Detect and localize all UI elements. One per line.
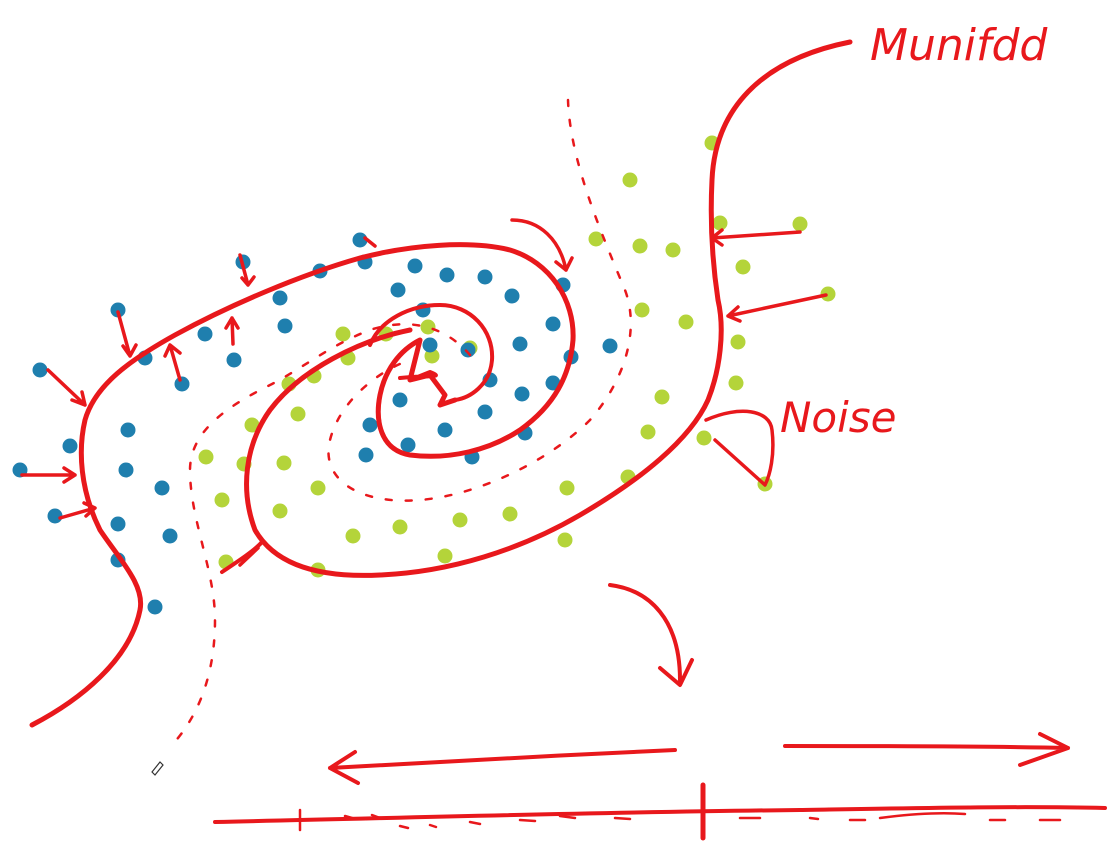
noise-arrows <box>20 218 828 567</box>
green-data-point <box>696 430 712 446</box>
blue-data-point <box>47 508 63 524</box>
axis-projected-points <box>298 808 1062 832</box>
spiral-inner-curl <box>368 303 495 402</box>
green-data-point <box>622 172 638 188</box>
blue-data-point <box>277 318 293 334</box>
green-data-point <box>557 532 573 548</box>
blue-data-point <box>362 417 378 433</box>
green-data-point <box>502 506 518 522</box>
green-data-point <box>665 242 681 258</box>
green-data-point <box>244 417 260 433</box>
spiral-outer-arm <box>244 39 853 578</box>
blue-data-point <box>226 352 242 368</box>
blue-data-point <box>162 528 178 544</box>
green-data-point <box>712 215 728 231</box>
green-data-point <box>632 238 648 254</box>
green-data-point <box>820 286 836 302</box>
green-data-point <box>198 449 214 465</box>
blue-data-point <box>358 447 374 463</box>
pencil-cursor-icon <box>151 761 164 776</box>
down-arrow <box>608 583 694 687</box>
green-data-point <box>392 519 408 535</box>
noise-label: Noise <box>780 393 897 442</box>
left-arrow <box>328 748 677 785</box>
right-arrow <box>783 732 1070 767</box>
blue-data-point <box>422 337 438 353</box>
blue-data-point <box>439 267 455 283</box>
blue-data-point <box>32 362 48 378</box>
blue-data-point <box>352 232 368 248</box>
manifold-label: Munifdd <box>870 20 1048 71</box>
green-data-point <box>728 375 744 391</box>
blue-data-point <box>512 336 528 352</box>
blue-data-point <box>197 326 213 342</box>
green-data-point <box>640 424 656 440</box>
blue-data-point <box>174 376 190 392</box>
green-data-point <box>792 216 808 232</box>
green-data-point <box>735 259 751 275</box>
green-data-point <box>290 406 306 422</box>
blue-data-point <box>272 290 288 306</box>
green-data-point <box>437 548 453 564</box>
blue-data-point <box>120 422 136 438</box>
blue-data-point <box>392 392 408 408</box>
blue-data-point <box>118 462 134 478</box>
green-data-point <box>559 480 575 496</box>
green-data-point <box>452 512 468 528</box>
green-data-point <box>272 503 288 519</box>
blue-data-point <box>110 516 126 532</box>
blue-data-point <box>514 386 530 402</box>
green-data-point <box>678 314 694 330</box>
blue-data-point <box>504 288 520 304</box>
green-data-point <box>310 480 326 496</box>
blue-data-point <box>407 258 423 274</box>
dotted-boundary-curve <box>170 98 632 747</box>
green-data-point <box>276 455 292 471</box>
manifold-spiral-curve <box>29 242 576 728</box>
blue-data-point <box>477 404 493 420</box>
blue-data-point <box>400 437 416 453</box>
green-data-point <box>634 302 650 318</box>
green-data-point <box>335 326 351 342</box>
green-data-point <box>588 231 604 247</box>
one-dimensional-axis <box>213 805 1107 824</box>
green-point-cloud <box>198 135 836 578</box>
green-data-point <box>730 334 746 350</box>
spiral-tail <box>220 540 264 574</box>
green-data-point <box>420 319 436 335</box>
blue-data-point <box>602 338 618 354</box>
blue-data-point <box>545 316 561 332</box>
blue-data-point <box>460 342 476 358</box>
blue-data-point <box>390 282 406 298</box>
blue-data-point <box>477 269 493 285</box>
blue-data-point <box>147 599 163 615</box>
noise-bracket <box>704 409 775 487</box>
blue-data-point <box>62 438 78 454</box>
blue-data-point <box>110 302 126 318</box>
green-data-point <box>345 528 361 544</box>
blue-data-point <box>154 480 170 496</box>
green-data-point <box>654 389 670 405</box>
blue-data-point <box>437 422 453 438</box>
green-data-point <box>214 492 230 508</box>
